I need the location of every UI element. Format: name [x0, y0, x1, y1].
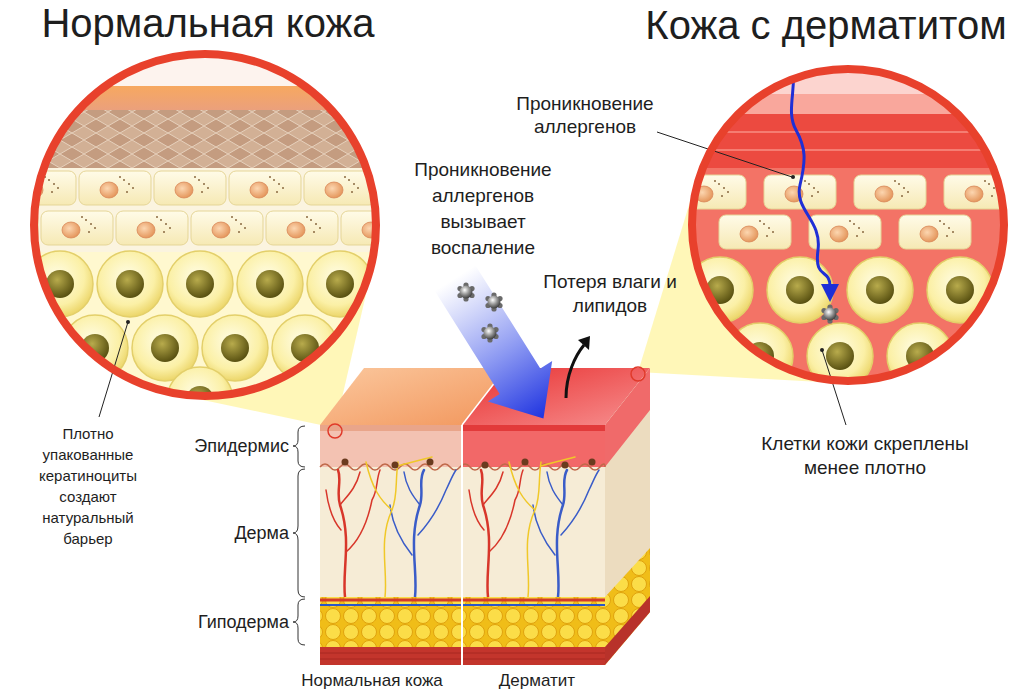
stratum-corneum: [688, 94, 1010, 114]
zoom-ring: [34, 54, 376, 396]
melanocytes: [342, 459, 596, 469]
keratinocyte: [899, 215, 971, 249]
dermatitis-skin-closeup: [674, 64, 1024, 389]
layer-label: Дерма: [234, 522, 289, 544]
layer-bracket: [293, 469, 305, 597]
allergen-path: [791, 66, 830, 286]
horny-layer: [462, 425, 605, 431]
keratinocyte: [229, 171, 301, 205]
keratinocyte: [0, 211, 38, 245]
layer-label: Гиподерма: [198, 611, 289, 633]
leader-line: [657, 132, 792, 177]
keratinocyte: [41, 211, 113, 245]
blood-vessels: [326, 457, 456, 597]
epidermis-normal: [320, 425, 462, 467]
skin-cell: [272, 315, 338, 381]
layer-bracket: [293, 599, 305, 645]
skin-cell: [27, 251, 93, 317]
arrowhead: [578, 336, 590, 350]
skin-cell: [307, 251, 373, 317]
skin-cell: [687, 257, 753, 323]
epidermis-inflamed: [462, 425, 605, 467]
zoom-marker: [328, 424, 342, 438]
keratinocyte: [116, 211, 188, 245]
keratinocyte: [719, 215, 791, 249]
skin-cell: [27, 367, 93, 433]
block-side: [605, 368, 650, 665]
keratinocyte: [674, 175, 746, 209]
callout-label: Плотно упакованные кератиноциты создают …: [31, 423, 145, 549]
skin-block: Нормальная кожаДерматит: [320, 365, 652, 667]
leader-line: [822, 350, 846, 425]
keratin-layer: [30, 110, 382, 168]
block-side-fat: [605, 548, 650, 665]
normal-skin-zoom: Нормальная кожа: [30, 50, 380, 400]
keratinocyte: [341, 211, 413, 245]
arrowhead: [821, 284, 839, 302]
keratinocyte: [266, 211, 338, 245]
leader-dot: [126, 320, 130, 324]
callout-label: Клетки кожи скреплены менее плотно: [740, 432, 990, 480]
inflamed-tissue: [688, 64, 1010, 389]
cell-layer: [30, 168, 382, 258]
block-caption: Дерматит: [499, 671, 575, 691]
skin-cell: [62, 315, 128, 381]
leader-dot: [820, 348, 824, 352]
dermatitis-skin-zoom: Кожа с дерматитом: [688, 65, 1008, 385]
keratinocyte: [304, 171, 376, 205]
circle-outline: [30, 50, 380, 400]
skin-cell: [167, 251, 233, 317]
skin-cell: [887, 323, 953, 389]
layer-stripe: [688, 132, 1010, 150]
block-side-epidermis: [605, 368, 650, 467]
leader-dot: [791, 175, 795, 179]
block-caption: Нормальная кожа: [301, 671, 443, 691]
circle-title: Нормальная кожа: [41, 0, 374, 46]
block-side-muscle: [605, 596, 650, 665]
layer-label: Эпидермис: [194, 435, 289, 457]
skin-cell: [967, 323, 1024, 389]
keratin-layer: [688, 114, 1010, 168]
moisture-loss-arrow: [566, 345, 584, 398]
leader-line: [99, 322, 128, 417]
keratinocyte: [854, 175, 926, 209]
circle-outline: [688, 65, 1008, 385]
zoom-marker: [631, 367, 645, 381]
allergen-particle: [457, 282, 474, 301]
skin-cell: [0, 315, 58, 381]
blood-vessels: [469, 457, 599, 597]
divider: [461, 425, 463, 665]
skin-surface: [30, 50, 382, 90]
skin-cell: [167, 367, 233, 433]
skin-cell: [767, 257, 833, 323]
callout-label: Потеря влаги и липидов: [541, 270, 679, 318]
stratum-corneum: [30, 86, 382, 110]
skin-cell: [807, 323, 873, 389]
normal-skin-closeup: [0, 50, 413, 433]
circle-title: Кожа с дерматитом: [645, 2, 1006, 48]
skin-cell: [927, 257, 993, 323]
keratinocyte: [191, 211, 263, 245]
allergen-particle: [485, 292, 502, 311]
skin-block-illustration: [320, 367, 650, 665]
allergen-particle: [821, 304, 838, 323]
skin-cell: [727, 323, 793, 389]
zoom-ring: [692, 69, 1004, 381]
skin-cell: [847, 257, 913, 323]
process-note: Проникновение аллергенов вызывает воспал…: [401, 157, 566, 261]
allergen-particle: [481, 323, 498, 342]
callout-label: Проникновение аллергенов: [499, 92, 671, 138]
skin-cell: [97, 251, 163, 317]
layer-bracket: [293, 426, 305, 467]
skin-surface: [688, 64, 1010, 94]
keratinocyte: [79, 171, 151, 205]
keratinocyte: [154, 171, 226, 205]
skin-cell: [237, 251, 303, 317]
keratinocyte: [944, 175, 1016, 209]
keratinocyte: [4, 171, 76, 205]
